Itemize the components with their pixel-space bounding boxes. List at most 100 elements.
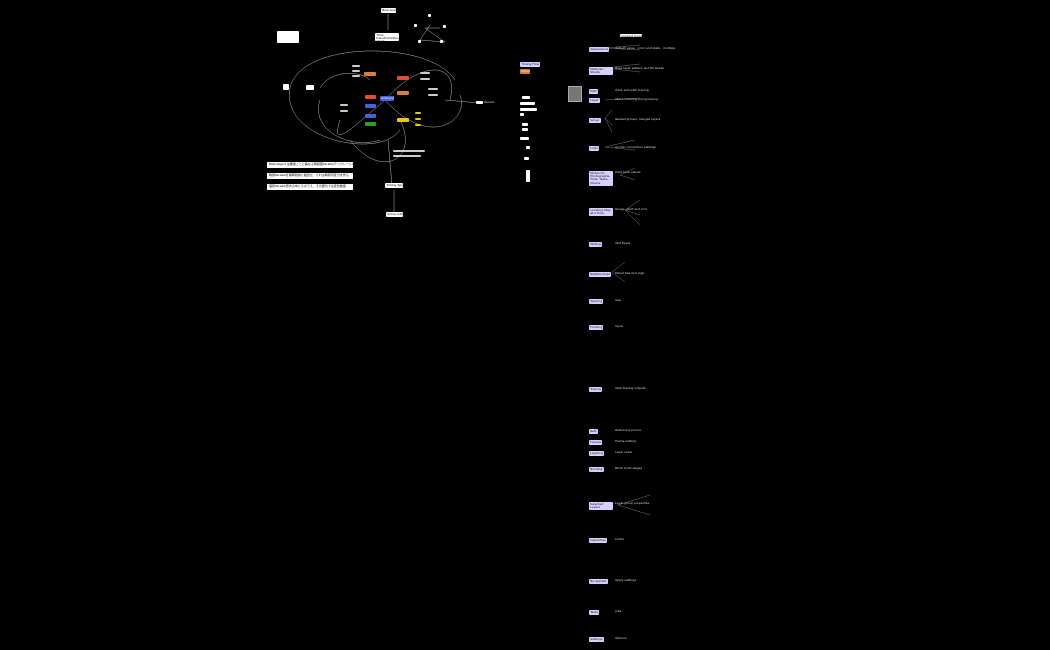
branch-red-2[interactable] xyxy=(365,95,376,99)
section-node[interactable]: Locating Stay at a time xyxy=(589,208,613,216)
section-children-text: Stack ordering and grouping xyxy=(615,98,658,101)
section-children-text: Input xyxy=(615,325,623,328)
section-node[interactable]: Building xyxy=(589,467,604,472)
section-children-text: Mixed ties and logic xyxy=(615,272,645,275)
section-node[interactable]: Capacities xyxy=(589,538,607,543)
branch-orange-2[interactable] xyxy=(397,91,409,95)
section-children-text: Step tracing outputs xyxy=(615,387,646,390)
section-children-text: Base layer pattern and fill shade xyxy=(615,67,664,70)
section-node[interactable]: Nodes for Photographs, Time, Tasks, Chai… xyxy=(589,171,613,186)
section-children-text: Block build stages xyxy=(615,467,643,470)
mid-item[interactable] xyxy=(526,146,530,149)
top-subtitle-node[interactable]: Time transformation of rsb xyxy=(375,33,399,41)
section-children-text: Layer order xyxy=(615,451,633,454)
section-children-text: Jobs xyxy=(615,610,622,613)
branch-orange[interactable] xyxy=(364,72,376,76)
section-children-text: Range, start and end xyxy=(615,208,647,211)
leaf-text xyxy=(428,94,438,96)
section-children-text: default value · color and state · multip… xyxy=(615,47,675,50)
thumbnail-image[interactable] xyxy=(568,86,582,102)
left-sub-node[interactable] xyxy=(306,85,314,90)
note-2[interactable]: 時間Parallelを横時間的に組合せ、それは時間帯区分を作る xyxy=(267,173,353,179)
star-node[interactable] xyxy=(443,25,446,28)
leaf-text xyxy=(415,124,421,126)
leaf-text xyxy=(352,65,360,67)
right-arrow-node[interactable] xyxy=(476,101,483,104)
section-node[interactable]: Selected Layers xyxy=(589,502,613,510)
mid-item[interactable] xyxy=(522,123,528,126)
section-node[interactable]: Tasks xyxy=(589,610,600,615)
top-title-node[interactable]: Blue Green xyxy=(381,8,396,13)
section-node[interactable]: Layer xyxy=(589,98,600,103)
leaf-text xyxy=(428,88,438,90)
section-children-text: Apply settings xyxy=(615,579,637,582)
leaf-text xyxy=(420,78,430,80)
legend-box xyxy=(277,31,299,43)
star-node[interactable] xyxy=(414,24,417,27)
mid-header[interactable]: Timing Flow xyxy=(520,62,540,67)
note-1[interactable]: Ratioobject は要素ごとに異なる時間値Parallelテンプレート(番… xyxy=(267,162,353,168)
branch-red[interactable] xyxy=(397,76,409,80)
mid-tag[interactable]: Colour xyxy=(520,69,530,74)
section-children-text: Options xyxy=(615,637,627,640)
branch-yellow[interactable] xyxy=(397,118,409,122)
branch-blue-2[interactable] xyxy=(365,114,376,118)
note-3[interactable]: 個別Parallel形式の中にそのうえ、その部分では変化数値 xyxy=(267,184,353,190)
section-node[interactable]: Group xyxy=(589,118,601,123)
section-children-text: Track and path tracing xyxy=(615,89,649,92)
section-children-text: Nested groups, merged layers xyxy=(615,118,661,121)
right-root-node[interactable]: Content properties xyxy=(620,34,642,37)
mid-item[interactable] xyxy=(520,102,535,105)
section-children-text: Frame setting xyxy=(615,440,636,443)
section-node[interactable]: Path xyxy=(589,89,598,94)
mid-item[interactable] xyxy=(522,128,528,131)
right-arrow-label: Recent xyxy=(484,101,495,104)
section-node[interactable]: Appearance xyxy=(589,47,610,52)
left-hub-node[interactable] xyxy=(283,84,289,90)
mid-item[interactable] xyxy=(520,113,524,116)
section-node[interactable]: Material / Shade xyxy=(589,67,613,75)
section-node[interactable]: Layering xyxy=(589,451,605,456)
section-node[interactable]: Links xyxy=(589,146,600,151)
leaf-text xyxy=(340,110,348,112)
section-children-text: Layer group properties xyxy=(615,502,650,505)
star-node[interactable] xyxy=(418,40,421,43)
section-children-text: Reference source xyxy=(615,429,642,432)
section-children-text: Text fields xyxy=(615,242,631,245)
mid-item[interactable] xyxy=(520,108,537,111)
leaf-text xyxy=(415,112,421,114)
leaf-text xyxy=(393,150,425,152)
section-node[interactable]: Tracing xyxy=(589,387,603,392)
leaf-text xyxy=(420,72,430,74)
center-node[interactable]: Ambient xyxy=(380,96,394,101)
branch-green[interactable] xyxy=(365,122,376,126)
section-children-text: Anchor connection settings xyxy=(615,146,656,149)
star-node[interactable] xyxy=(428,14,431,17)
leaf-text xyxy=(415,118,421,120)
section-node[interactable]: Spacing xyxy=(589,299,604,304)
leaf-text xyxy=(352,70,360,72)
section-children-text: Gap xyxy=(615,299,622,302)
leaf-text xyxy=(352,75,360,77)
mid-item[interactable] xyxy=(524,157,529,160)
mid-item[interactable] xyxy=(526,170,530,182)
section-node[interactable]: Funding xyxy=(589,325,604,330)
section-node[interactable]: Be Applied xyxy=(589,579,608,584)
section-node[interactable]: Writing xyxy=(589,242,603,247)
star-node[interactable] xyxy=(440,40,443,43)
section-node[interactable]: Refs xyxy=(589,429,598,434)
bottom-node[interactable]: Timing Type xyxy=(385,183,403,188)
section-node[interactable]: Frames xyxy=(589,440,603,445)
section-node[interactable]: Relationships xyxy=(589,272,612,277)
mid-item[interactable] xyxy=(520,137,529,140)
leaf-text xyxy=(340,104,348,106)
bottom-node-2[interactable]: Some output xyxy=(386,212,403,217)
section-children-text: Data time values xyxy=(615,171,641,174)
section-children-text: Limits xyxy=(615,538,624,541)
branch-blue[interactable] xyxy=(365,104,376,108)
leaf-text xyxy=(393,155,421,157)
section-node[interactable]: Settings xyxy=(589,637,604,642)
mid-item[interactable] xyxy=(522,96,530,99)
